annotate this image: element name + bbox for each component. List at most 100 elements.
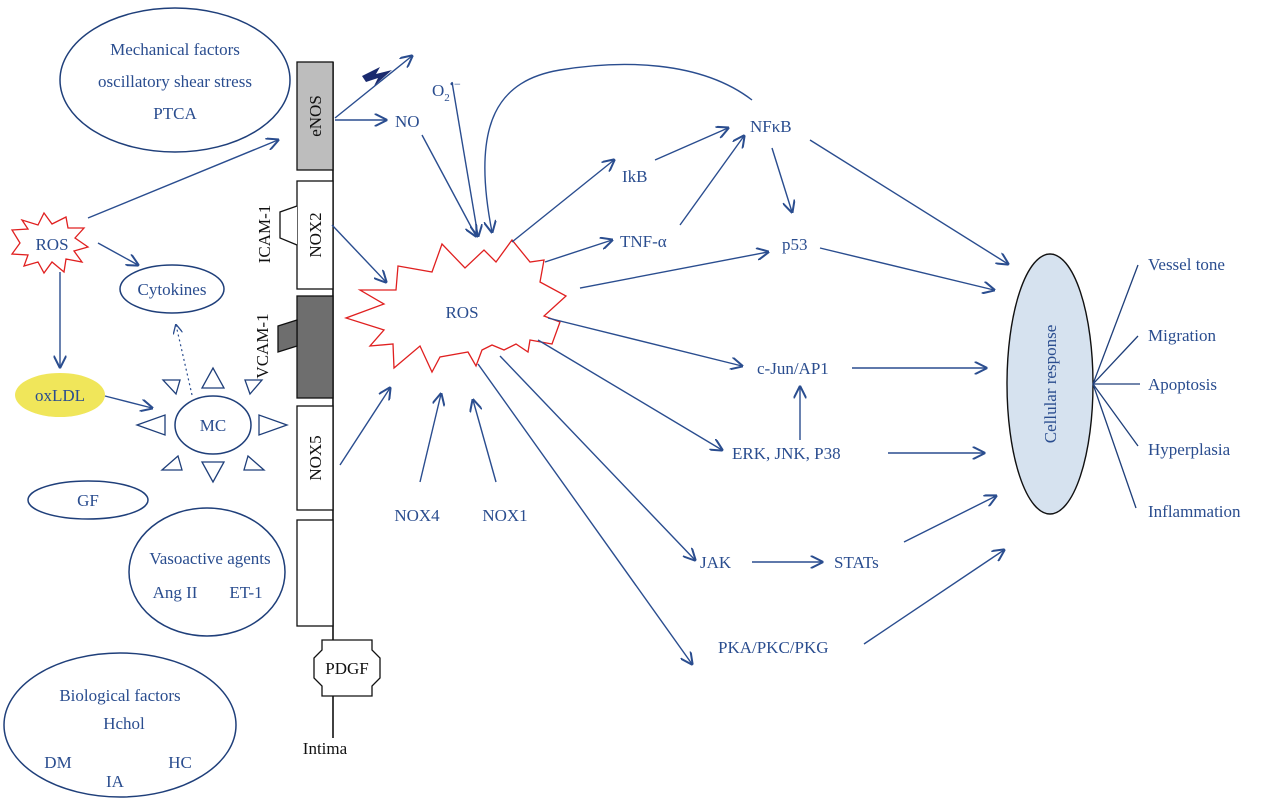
arrow-o2-to-ros	[451, 81, 478, 236]
o2-label: O2•−	[432, 77, 461, 104]
o2-main: O	[432, 81, 444, 100]
ros-large-burst	[343, 238, 568, 374]
ikb-label: IkB	[622, 167, 648, 186]
arrow-nox5-to-ros	[339, 388, 390, 466]
link-inflammation	[1092, 383, 1137, 509]
link-migration	[1092, 335, 1139, 385]
lightning-icon	[362, 67, 392, 86]
gf-group: GF	[27, 480, 149, 520]
p53-label: p53	[782, 235, 808, 254]
mc-group: MC	[135, 366, 289, 484]
enos-label: eNOS	[306, 95, 325, 137]
response-arrows	[809, 139, 1008, 645]
arrow-nfkb-to-response	[809, 139, 1008, 264]
arrow-enos-to-o2	[334, 56, 412, 119]
pka-label: PKA/PKC/PKG	[718, 638, 829, 657]
outcome-hyperplasia: Hyperplasia	[1148, 440, 1231, 459]
ros-large-label: ROS	[445, 303, 478, 322]
cytokines-label: Cytokines	[138, 280, 207, 299]
biological-factors-group: Biological factors Hchol DM IA HC	[3, 652, 237, 798]
left-arrows	[60, 140, 278, 408]
arrow-nfkb-to-p53	[771, 147, 792, 212]
nox4-label: NOX4	[394, 506, 440, 525]
oxldl-ellipse	[15, 373, 105, 417]
mc-ellipse	[174, 395, 252, 455]
vasoactive-agents-group: Vasoactive agents Ang II ET-1	[128, 507, 286, 637]
nfkb-label: NFκB	[750, 117, 792, 136]
mc-triangle-top-right	[244, 379, 264, 396]
o2-subscript: 2	[444, 92, 450, 104]
cytokines-ellipse	[119, 264, 225, 314]
mc-triangle-bottom-left	[160, 454, 183, 471]
outcome-migration: Migration	[1148, 326, 1216, 345]
no-label: NO	[395, 112, 420, 131]
pdgf-box	[313, 639, 381, 697]
vasoactive-ellipse	[128, 507, 286, 637]
erk-label: ERK, JNK, P38	[732, 444, 841, 463]
arrow-ikb-to-nfkb	[654, 128, 728, 161]
outcome-apoptosis: Apoptosis	[1148, 375, 1217, 394]
mc-triangle-top	[200, 366, 226, 389]
nox2-label: NOX2	[306, 212, 325, 257]
enos-box	[296, 61, 334, 171]
arrow-stats-to-response	[903, 496, 996, 543]
mc-triangle-right	[258, 414, 289, 436]
mechanical-factors-line2: oscillatory shear stress	[98, 72, 252, 91]
arrow-nfkb-to-ros	[485, 63, 753, 232]
arrow-ros-to-cjun	[547, 317, 742, 366]
arrow-ros-to-enos	[87, 140, 278, 219]
vcam1-box	[296, 295, 334, 399]
hc-label: HC	[168, 753, 192, 772]
stats-label: STATs	[834, 553, 879, 572]
nox1-label: NOX1	[482, 506, 527, 525]
arrow-nox4-to-ros	[419, 394, 441, 483]
empty-receptor-box	[296, 519, 334, 627]
outcome-inflammation: Inflammation	[1148, 502, 1241, 521]
arrow-ros-to-pka	[477, 363, 692, 664]
vcam1-label: VCAM-1	[253, 313, 272, 378]
mc-triangle-bottom	[200, 461, 226, 484]
arrow-tnfa-to-nfkb	[679, 136, 744, 226]
intima-label: Intima	[303, 739, 348, 758]
arrow-oxldl-to-mc	[104, 395, 152, 408]
arrow-pka-to-response	[863, 550, 1004, 645]
biological-ellipse	[3, 652, 237, 798]
nox5-box	[296, 405, 334, 511]
arrow-nox2-to-ros	[331, 224, 386, 282]
hchol-label: Hchol	[103, 714, 145, 733]
arrow-no-to-ros	[421, 134, 476, 236]
oxldl-label: oxLDL	[35, 386, 85, 405]
cytokines-group: Cytokines	[119, 264, 225, 314]
arrow-ros-to-erk	[537, 339, 722, 450]
vasoactive-title: Vasoactive agents	[149, 549, 270, 568]
o2-superscript: •−	[450, 77, 461, 91]
biological-title: Biological factors	[59, 686, 180, 705]
mc-triangle-left	[135, 414, 166, 436]
mc-triangle-top-left	[161, 379, 181, 396]
ia-label: IA	[106, 772, 125, 791]
center-group: O2•− NO ROS NOX4 NOX1	[331, 56, 753, 525]
oxldl-group: oxLDL	[15, 373, 105, 417]
icam1-receptor	[279, 205, 298, 246]
arrow-ros-to-tnfa	[544, 240, 612, 263]
arrow-p53-to-response	[819, 247, 994, 290]
nox2-box	[296, 180, 334, 290]
mc-label: MC	[200, 416, 226, 435]
icam1-label: ICAM-1	[255, 205, 274, 264]
gf-ellipse	[27, 480, 149, 520]
ros-small-label: ROS	[35, 235, 68, 254]
et1-label: ET-1	[229, 583, 262, 602]
arrow-mc-to-cytokines	[176, 325, 193, 396]
ang-ii-label: Ang II	[153, 583, 198, 602]
arrow-ros-to-cytokines	[97, 242, 138, 265]
link-hyperplasia	[1092, 383, 1139, 447]
mc-triangle-bottom-right	[243, 454, 266, 471]
gf-label: GF	[77, 491, 99, 510]
cellular-response-group: Cellular response Vessel tone Migration …	[1006, 253, 1241, 521]
ros-small-burst: ROS	[10, 211, 90, 275]
pathway-group: IkB NFκB TNF-α p53 c-Jun/AP1 ERK, JNK, P…	[477, 117, 879, 664]
arrow-nox1-to-ros	[473, 400, 497, 483]
mechanical-factors-group: Mechanical factors oscillatory shear str…	[59, 7, 291, 153]
dm-label: DM	[44, 753, 71, 772]
